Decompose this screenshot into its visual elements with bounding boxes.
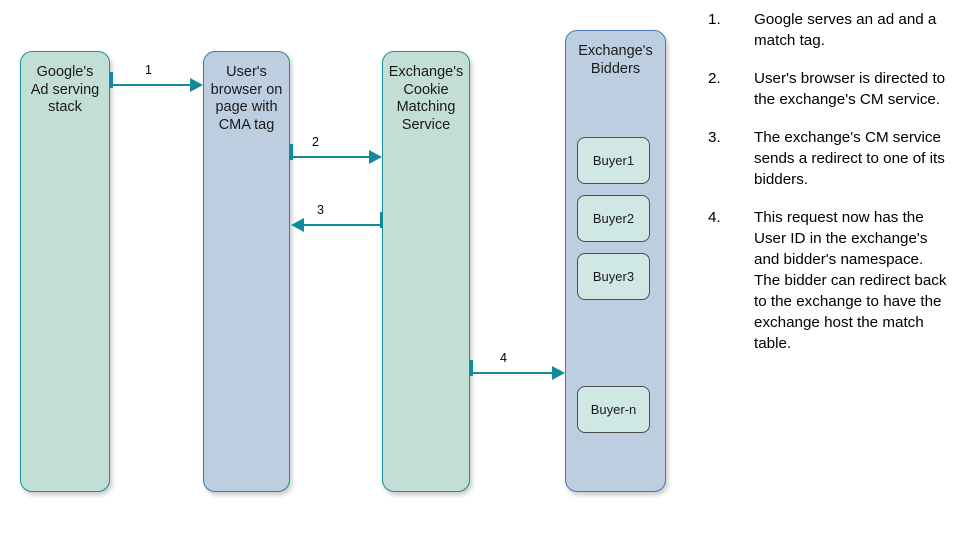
buyer-box-n[interactable]: Buyer-n — [577, 386, 650, 433]
buyer-box-3[interactable]: Buyer3 — [577, 253, 650, 300]
node-google-ad-serving-stack[interactable]: Google's Ad serving stack — [20, 51, 110, 492]
step-1-text: Google serves an ad and a match tag. — [754, 11, 937, 49]
node-google-label: Google's Ad serving stack — [30, 64, 100, 116]
arrow-2-line — [290, 155, 370, 159]
buyer-1-label: Buyer1 — [592, 152, 635, 168]
arrow-1-label: 1 — [145, 63, 152, 77]
step-3-number: 3. — [708, 128, 721, 146]
node-browser-label: User's browser on page with CMA tag — [210, 64, 283, 134]
step-2-text: User's browser is directed to the exchan… — [754, 69, 946, 108]
step-item-2: 2. User's browser is directed to the exc… — [708, 69, 948, 111]
arrow-3-line — [303, 223, 382, 227]
node-user-browser[interactable]: User's browser on page with CMA tag — [203, 51, 290, 492]
arrow-4-tail — [470, 360, 473, 376]
arrow-2-label: 2 — [312, 135, 319, 149]
buyer-n-label: Buyer-n — [590, 401, 637, 417]
step-2-number: 2. — [708, 69, 721, 87]
arrow-3-head-icon — [291, 218, 304, 232]
steps-list: 1. Google serves an ad and a match tag. … — [708, 10, 948, 372]
node-exchange-bidders[interactable]: Exchange's Bidders Buyer1 Buyer2 Buyer3 … — [565, 30, 666, 492]
buyer-3-label: Buyer3 — [592, 268, 635, 284]
buyer-2-label: Buyer2 — [592, 210, 635, 226]
arrow-2-head-icon — [369, 150, 382, 164]
buyer-box-2[interactable]: Buyer2 — [577, 195, 650, 242]
buyer-box-1[interactable]: Buyer1 — [577, 137, 650, 184]
arrow-4-head-icon — [552, 366, 565, 380]
node-bidders-label: Exchange's Bidders — [578, 43, 653, 77]
step-item-4: 4. This request now has the User ID in t… — [708, 208, 948, 355]
step-item-1: 1. Google serves an ad and a match tag. — [708, 10, 948, 52]
node-exchange-cookie-matching-service[interactable]: Exchange's Cookie Matching Service — [382, 51, 470, 492]
arrow-4-label: 4 — [500, 351, 507, 365]
arrow-1-head-icon — [190, 78, 203, 92]
step-1-number: 1. — [708, 11, 721, 28]
arrow-4-line — [470, 371, 554, 375]
arrow-3-label: 3 — [317, 203, 324, 217]
step-3-text: The exchange's CM service sends a redire… — [754, 128, 945, 188]
step-item-3: 3. The exchange's CM service sends a red… — [708, 128, 948, 191]
step-4-text: This request now has the User ID in the … — [754, 208, 947, 352]
arrow-3-tail — [380, 212, 383, 228]
arrow-1-tail — [110, 72, 113, 88]
node-cms-label: Exchange's Cookie Matching Service — [388, 64, 464, 134]
arrow-2-tail — [290, 144, 293, 160]
arrow-1-line — [110, 83, 192, 87]
step-4-number: 4. — [708, 208, 721, 226]
